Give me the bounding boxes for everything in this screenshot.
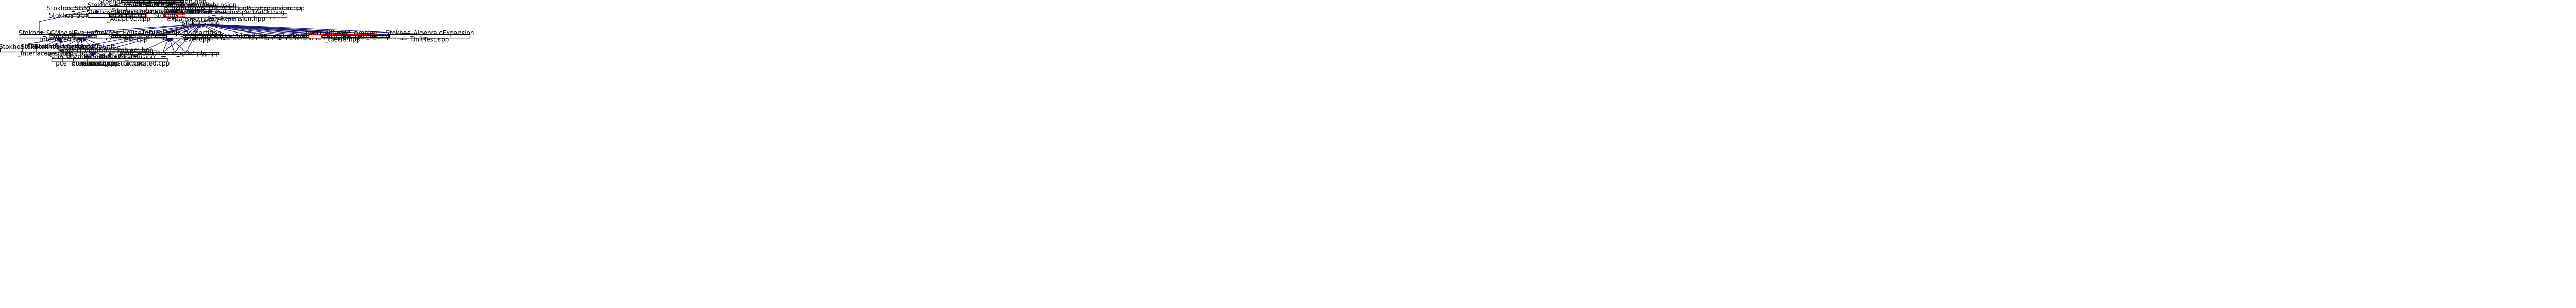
node-label: Stokhos_PseudoSpectralOrthog bbox=[188, 9, 284, 16]
node-layer: Stokhos_OrthogPolyExpansion.hppStokhos_S… bbox=[0, 0, 474, 67]
arrowhead bbox=[173, 9, 177, 14]
node-stokhos[interactable]: Stokhos.hpp bbox=[181, 19, 219, 26]
node-label: _multipoint_commuted.cpp bbox=[85, 60, 170, 67]
node-lmult[interactable]: linear2d_diffusion_multipoint_commuted.c… bbox=[85, 53, 170, 67]
node-label: Stokhos.hpp bbox=[181, 19, 219, 26]
node-root[interactable]: Stokhos_OrthogPolyExpansion.hpp bbox=[99, 0, 207, 5]
edge-stokhos-to-pseudo bbox=[200, 17, 236, 22]
node-pseudo[interactable]: Stokhos_PseudoSpectralOrthogPolyExpansio… bbox=[184, 9, 288, 22]
edge-basis-to-stokhos bbox=[200, 23, 338, 36]
node-label: _Adaptive.cpp bbox=[106, 15, 150, 22]
node-label: Stokhos_SGModelEvaluator bbox=[19, 29, 103, 37]
edge-sacado-to-stokhos bbox=[168, 23, 201, 36]
edge-sgmei-to-stokhos bbox=[60, 23, 201, 35]
edge-hbuild-to-stokhos bbox=[134, 23, 201, 35]
node-label: c2jk_fib_partition bbox=[168, 29, 222, 37]
node-label: Stokhos_InterlacedOpUnit bbox=[35, 43, 115, 51]
edge-sjc-to-stokhos bbox=[200, 23, 273, 36]
node-box bbox=[69, 49, 150, 52]
node-derivexp[interactable]: Stokhos_DerivOrthogPolyExpansion.hpp bbox=[181, 5, 305, 12]
node-label: Stokhos_OrthogPolyExpansion bbox=[143, 2, 237, 9]
node-label: Stokhos_AlgebraicExpansion bbox=[386, 29, 474, 37]
arrowhead bbox=[108, 51, 113, 56]
node-label: PolyExpansion.hpp bbox=[207, 15, 265, 22]
edge-recur-to-stokhos bbox=[200, 23, 408, 36]
node-label: Stokhos_HouseTriDiagUnit bbox=[94, 29, 176, 37]
node-box bbox=[184, 13, 288, 18]
edge-c2simple-to-stokhos bbox=[200, 23, 229, 36]
edge-dp-to-epetra bbox=[82, 37, 110, 50]
node-label: division_example.cpp bbox=[153, 50, 219, 57]
node-label: twoD_diffusion_problem bbox=[306, 29, 380, 37]
node-box bbox=[181, 21, 220, 25]
node-label: linear2d_diffusion bbox=[100, 53, 155, 60]
node-division[interactable]: division_example.cpp bbox=[152, 50, 220, 57]
node-label: Stokhos_OrthogPolyExpansion.hpp bbox=[99, 0, 207, 5]
node-box bbox=[389, 34, 471, 39]
node-label: Stokhos_DerivOrthogPolyExpansion.hpp bbox=[181, 5, 305, 12]
node-box bbox=[152, 52, 220, 55]
node-box bbox=[87, 58, 168, 62]
arrowhead bbox=[59, 37, 63, 42]
arrowhead bbox=[91, 51, 96, 56]
arrowhead bbox=[170, 9, 174, 14]
node-box bbox=[121, 0, 184, 3]
edge-epetra-to-stokhos bbox=[82, 23, 201, 36]
node-label: UnitTest.cpp bbox=[411, 36, 449, 43]
edge-pseudo-to-opbase bbox=[190, 9, 236, 14]
node-label: Base.hpp bbox=[176, 8, 205, 15]
edge-gs1-to-stokhos bbox=[200, 23, 251, 36]
edge-algunit-to-stokhos bbox=[200, 23, 430, 35]
node-box bbox=[184, 7, 301, 10]
